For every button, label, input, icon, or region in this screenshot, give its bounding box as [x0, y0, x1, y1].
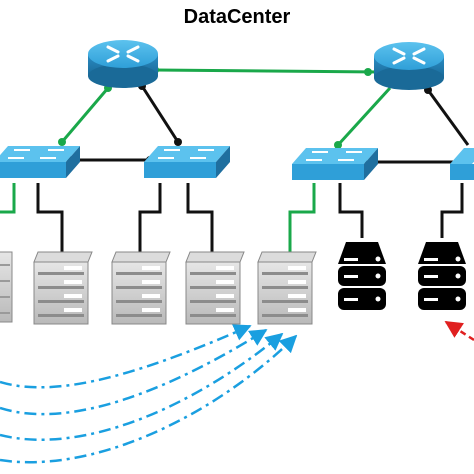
switch-icon — [0, 146, 80, 178]
server-rack-icon — [257, 251, 317, 325]
dark-server-icon — [418, 242, 466, 310]
migration-arrows — [0, 324, 298, 464]
diagram-title: DataCenter — [183, 6, 291, 28]
links — [0, 68, 470, 252]
dot-switch3-top — [334, 141, 342, 149]
link-router2-switch3 — [336, 86, 392, 147]
router-icon — [374, 42, 444, 90]
dot-switch2-top — [174, 138, 182, 146]
switch-icon — [292, 148, 378, 180]
router-icon — [88, 40, 158, 88]
migration-arrow-2 — [0, 328, 268, 416]
link-switch3-dark1 — [338, 183, 364, 242]
switch-icon — [450, 148, 474, 180]
dark-server-icon — [338, 242, 386, 310]
red-arrow — [444, 320, 474, 342]
link-router1-switch2 — [140, 85, 180, 143]
server-rack-icon — [185, 251, 245, 325]
link-switch2-server2 — [138, 183, 162, 252]
migration-arrow-1 — [0, 324, 252, 389]
server-rack-icon — [111, 251, 171, 325]
server-rack-icon — [33, 251, 93, 325]
migration-arrow-4 — [0, 334, 298, 464]
dot-switch1-top — [58, 138, 66, 146]
switch-icon — [144, 146, 230, 178]
link-router1-switch1 — [60, 87, 110, 143]
server-rack-icon — [0, 251, 13, 323]
link-switch1-server1 — [36, 183, 64, 252]
link-switch3-server4 — [288, 183, 316, 252]
migration-arrow-3 — [0, 332, 284, 441]
dot-router2-green — [364, 68, 372, 76]
link-switch4-dark2 — [440, 183, 464, 242]
link-switch2-server3 — [186, 183, 214, 252]
link-router-router — [154, 68, 381, 74]
link-router2-switch4 — [426, 89, 470, 146]
link-switch1-serverA — [0, 183, 16, 214]
